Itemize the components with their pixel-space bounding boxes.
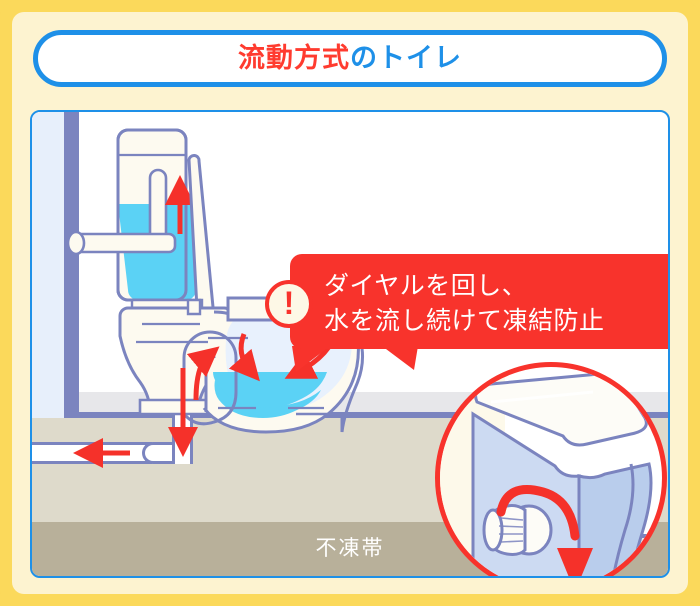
callout-pointer-tails (292, 346, 418, 372)
ground-label: 不凍帯 (315, 537, 385, 560)
arrow-bowl-flow-left (228, 333, 260, 382)
illustration-canvas: 不凍帯 (32, 112, 668, 576)
magnifier-contents (440, 367, 662, 576)
callout-box (290, 254, 668, 349)
page-title-red: 流動方式 (238, 43, 350, 73)
page-title-blue: のトイレ (350, 43, 462, 73)
illustration-panel: 不凍帯 (30, 110, 670, 578)
left-wall-panel (32, 112, 64, 418)
arrow-trap-up (186, 346, 220, 401)
title-pill: 流動方式のトイレ (33, 30, 667, 87)
exclamation-mark: ! (283, 285, 295, 321)
arrow-dial-rotate (496, 485, 593, 576)
water-tank (66, 128, 196, 302)
dial-detail-magnifier[interactable] (435, 362, 667, 576)
floor-line (79, 412, 668, 418)
exclamation-icon: ! (265, 280, 313, 328)
callout-text: ダイヤルを回し、 水を流し続けて凍結防止 (324, 272, 605, 335)
dial-knob[interactable] (482, 504, 553, 556)
page-title: 流動方式のトイレ (238, 45, 462, 72)
supply-arm (77, 232, 177, 254)
wall-column (64, 112, 79, 418)
supply-wall-connector (66, 230, 86, 256)
toilet-illustration (66, 128, 497, 468)
